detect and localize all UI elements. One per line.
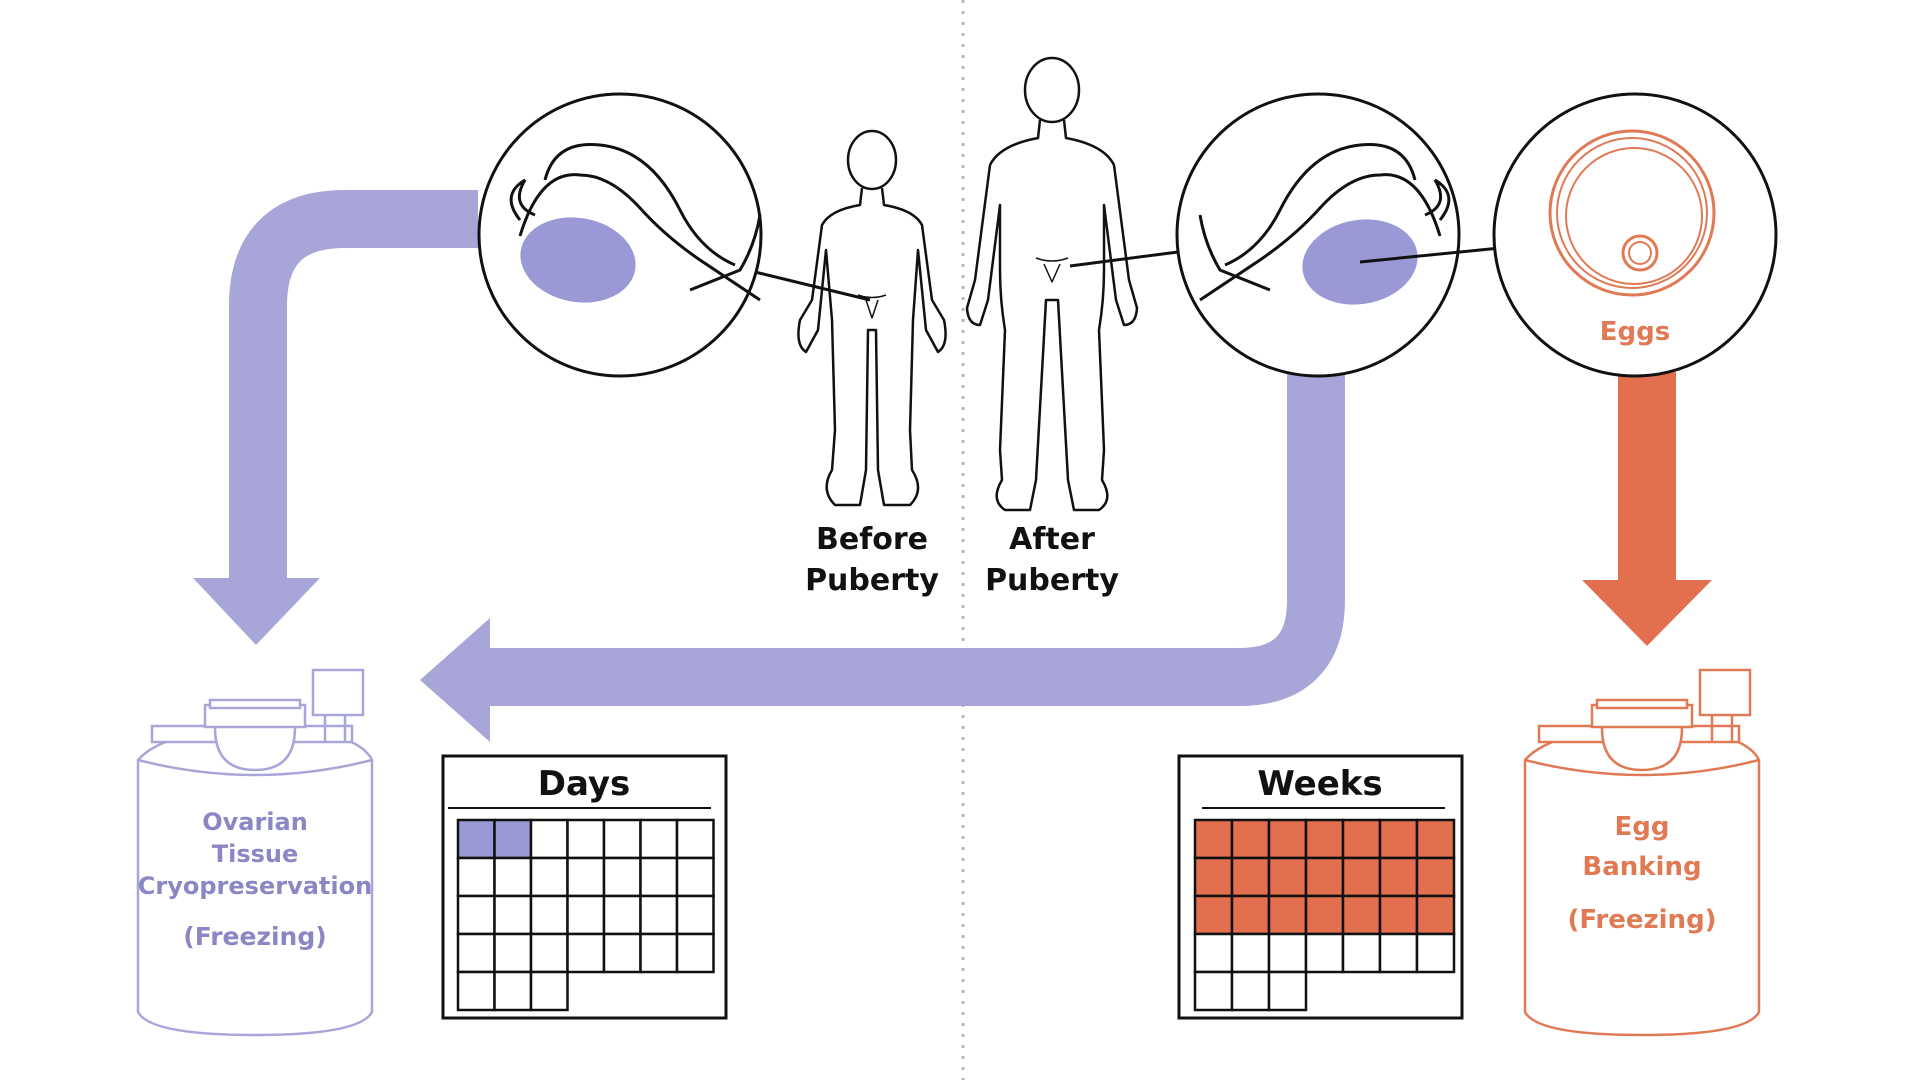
right-calendar-cell [1378,894,1419,936]
right-calendar-cell [1415,932,1456,974]
right-calendar-cell [1341,932,1382,974]
left-calendar-cell [675,932,715,974]
right-calendar-cell [1304,856,1345,898]
right-calendar-cell [1267,894,1308,936]
left-calendar-cell [566,818,606,860]
left-calendar-cell [493,894,533,936]
right-calendar-cell [1267,856,1308,898]
left-calendar-title: Days [538,764,631,804]
right-calendar-cell [1341,818,1382,860]
before-puberty-label-line1: Before [816,522,928,557]
right-calendar-cell [1193,818,1234,860]
left-calendar-cell [602,932,642,974]
right-calendar-cell [1304,932,1345,974]
left-calendar-cell [529,932,569,974]
right-calendar-cell [1267,932,1308,974]
left-calendar-cell [456,970,496,1012]
right-cryo-tank-icon [1523,668,1761,1037]
left-calendar-cell [456,818,496,860]
left-calendar-cell [566,932,606,974]
right-calendar-cell [1341,856,1382,898]
orange-arrow-shaft [1618,372,1676,582]
left-tank-line4: (Freezing) [183,922,326,951]
left-calendar-cell [529,894,569,936]
right-calendar-cell [1267,970,1308,1012]
right-calendar-cell [1230,970,1271,1012]
left-calendar-cell [493,970,533,1012]
right-calendar-title: Weeks [1257,764,1382,804]
left-calendar-icon [441,754,728,1020]
left-calendar-cell [456,894,496,936]
right-calendar-cell [1193,970,1234,1012]
before-puberty-label-line2: Puberty [805,563,939,598]
left-calendar-cell [493,818,533,860]
right-purple-arrowhead [420,618,490,742]
left-calendar-cell [639,856,679,898]
left-calendar-cell [639,894,679,936]
after-puberty-body-outline-icon [965,56,1139,512]
left-calendar-grid [456,818,715,1012]
left-calendar-cell [602,894,642,936]
right-calendar-icon [1177,754,1464,1020]
left-calendar-cell [675,818,715,860]
right-calendar-cell [1193,894,1234,936]
right-calendar-cell [1304,894,1345,936]
left-calendar-cell [566,894,606,936]
left-cryo-tank-icon [136,668,374,1037]
left-calendar-cell [566,856,606,898]
left-calendar-cell [456,856,496,898]
right-calendar-cell [1341,894,1382,936]
left-purple-arrow [229,190,478,580]
left-calendar-cell [639,818,679,860]
left-calendar-cell [493,932,533,974]
left-calendar-cell [456,932,496,974]
left-calendar-cell [493,856,533,898]
after-puberty-label-line1: After [1009,522,1095,557]
left-calendar-cell [602,818,642,860]
right-calendar-cell [1415,894,1456,936]
right-calendar-cell [1378,818,1419,860]
before-puberty-body-outline-icon [797,129,947,507]
left-calendar-cell [602,856,642,898]
right-tank-line2: Banking [1582,852,1701,882]
right-calendar-cell [1230,932,1271,974]
left-ovary-closeup-icon [477,92,871,378]
right-tank-line1: Egg [1615,812,1670,842]
left-calendar-cell [529,970,569,1012]
egg-icon [1548,129,1716,297]
right-purple-arrow [485,372,1345,706]
right-calendar-cell [1415,856,1456,898]
left-calendar-cell [639,932,679,974]
right-calendar-cell [1193,856,1234,898]
eggs-label: Eggs [1600,317,1670,347]
left-calendar-cell [529,856,569,898]
right-calendar-cell [1304,818,1345,860]
right-calendar-cell [1267,818,1308,860]
right-calendar-cell [1378,856,1419,898]
left-calendar-cell [529,818,569,860]
right-ovary-closeup-icon [1069,92,1501,378]
left-calendar-cell [675,856,715,898]
right-tank-line3: (Freezing) [1567,905,1716,935]
eggs-closeup [1492,92,1778,378]
right-calendar-grid [1193,818,1456,1012]
right-calendar-cell [1415,818,1456,860]
left-calendar-cell [675,894,715,936]
right-calendar-cell [1193,932,1234,974]
right-calendar-cell [1230,818,1271,860]
right-calendar-cell [1230,894,1271,936]
left-tank-line2: Tissue [212,840,299,868]
right-calendar-cell [1378,932,1419,974]
after-puberty-label-line2: Puberty [985,563,1119,598]
orange-arrowhead [1582,580,1712,646]
left-purple-arrowhead [193,578,320,645]
left-tank-line3: Cryopreservation [138,872,372,900]
right-calendar-cell [1230,856,1271,898]
left-tank-line1: Ovarian [202,808,308,836]
